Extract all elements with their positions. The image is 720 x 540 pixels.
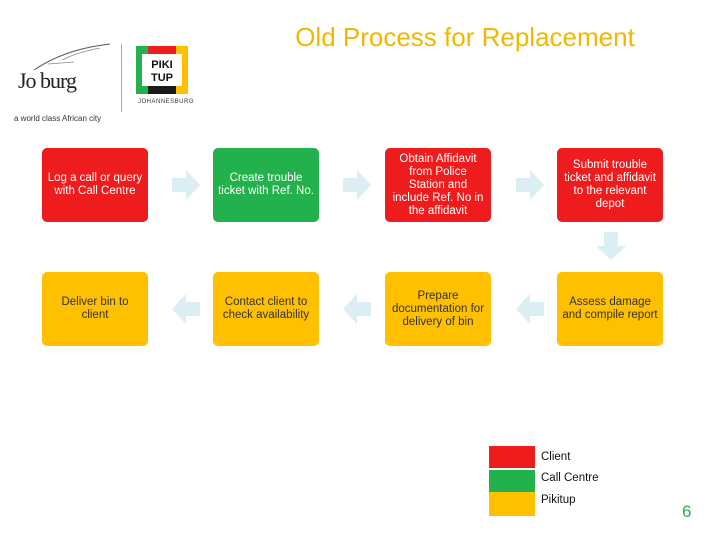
- legend-swatch-call-centre: [489, 470, 535, 492]
- legend-label-pikitup: Pikitup: [541, 494, 576, 506]
- step-submit-ticket: Submit trouble ticket and affidavit to t…: [557, 148, 663, 222]
- step-obtain-affidavit: Obtain Affidavit from Police Station and…: [385, 148, 491, 222]
- svg-text:PIKI: PIKI: [151, 59, 172, 71]
- arrow-right-icon: [516, 170, 544, 200]
- legend-swatch-pikitup: [489, 492, 535, 516]
- legend-label-call-centre: Call Centre: [541, 472, 599, 484]
- svg-text:TUP: TUP: [151, 72, 173, 84]
- step-log-call: Log a call or query with Call Centre: [42, 148, 148, 222]
- joburg-logo: [33, 43, 111, 71]
- pikitup-subtitle: JOHANNESBURG: [138, 99, 195, 105]
- slide-title: Old Process for Replacement: [295, 22, 635, 52]
- step-contact-client: Contact client to check availability: [213, 272, 319, 346]
- step-deliver-bin: Deliver bin to client: [42, 272, 148, 346]
- legend-swatch-client: [489, 446, 535, 468]
- pikitup-logo: PIKI TUP: [134, 44, 190, 96]
- arrow-left-icon: [172, 294, 200, 324]
- arrow-left-icon: [343, 294, 371, 324]
- arrow-down-icon: [596, 232, 626, 260]
- joburg-tagline: a world class African city: [14, 114, 102, 123]
- logo-divider: [121, 44, 122, 112]
- step-assess-damage: Assess damage and compile report: [557, 272, 663, 346]
- joburg-wordmark: Jo burg: [18, 68, 77, 93]
- arrow-right-icon: [343, 170, 371, 200]
- page-number: 6: [682, 502, 692, 521]
- arrow-left-icon: [516, 294, 544, 324]
- arrow-right-icon: [172, 170, 200, 200]
- legend-label-client: Client: [541, 451, 571, 463]
- step-prepare-documentation: Prepare documentation for delivery of bi…: [385, 272, 491, 346]
- step-create-ticket: Create trouble ticket with Ref. No.: [213, 148, 319, 222]
